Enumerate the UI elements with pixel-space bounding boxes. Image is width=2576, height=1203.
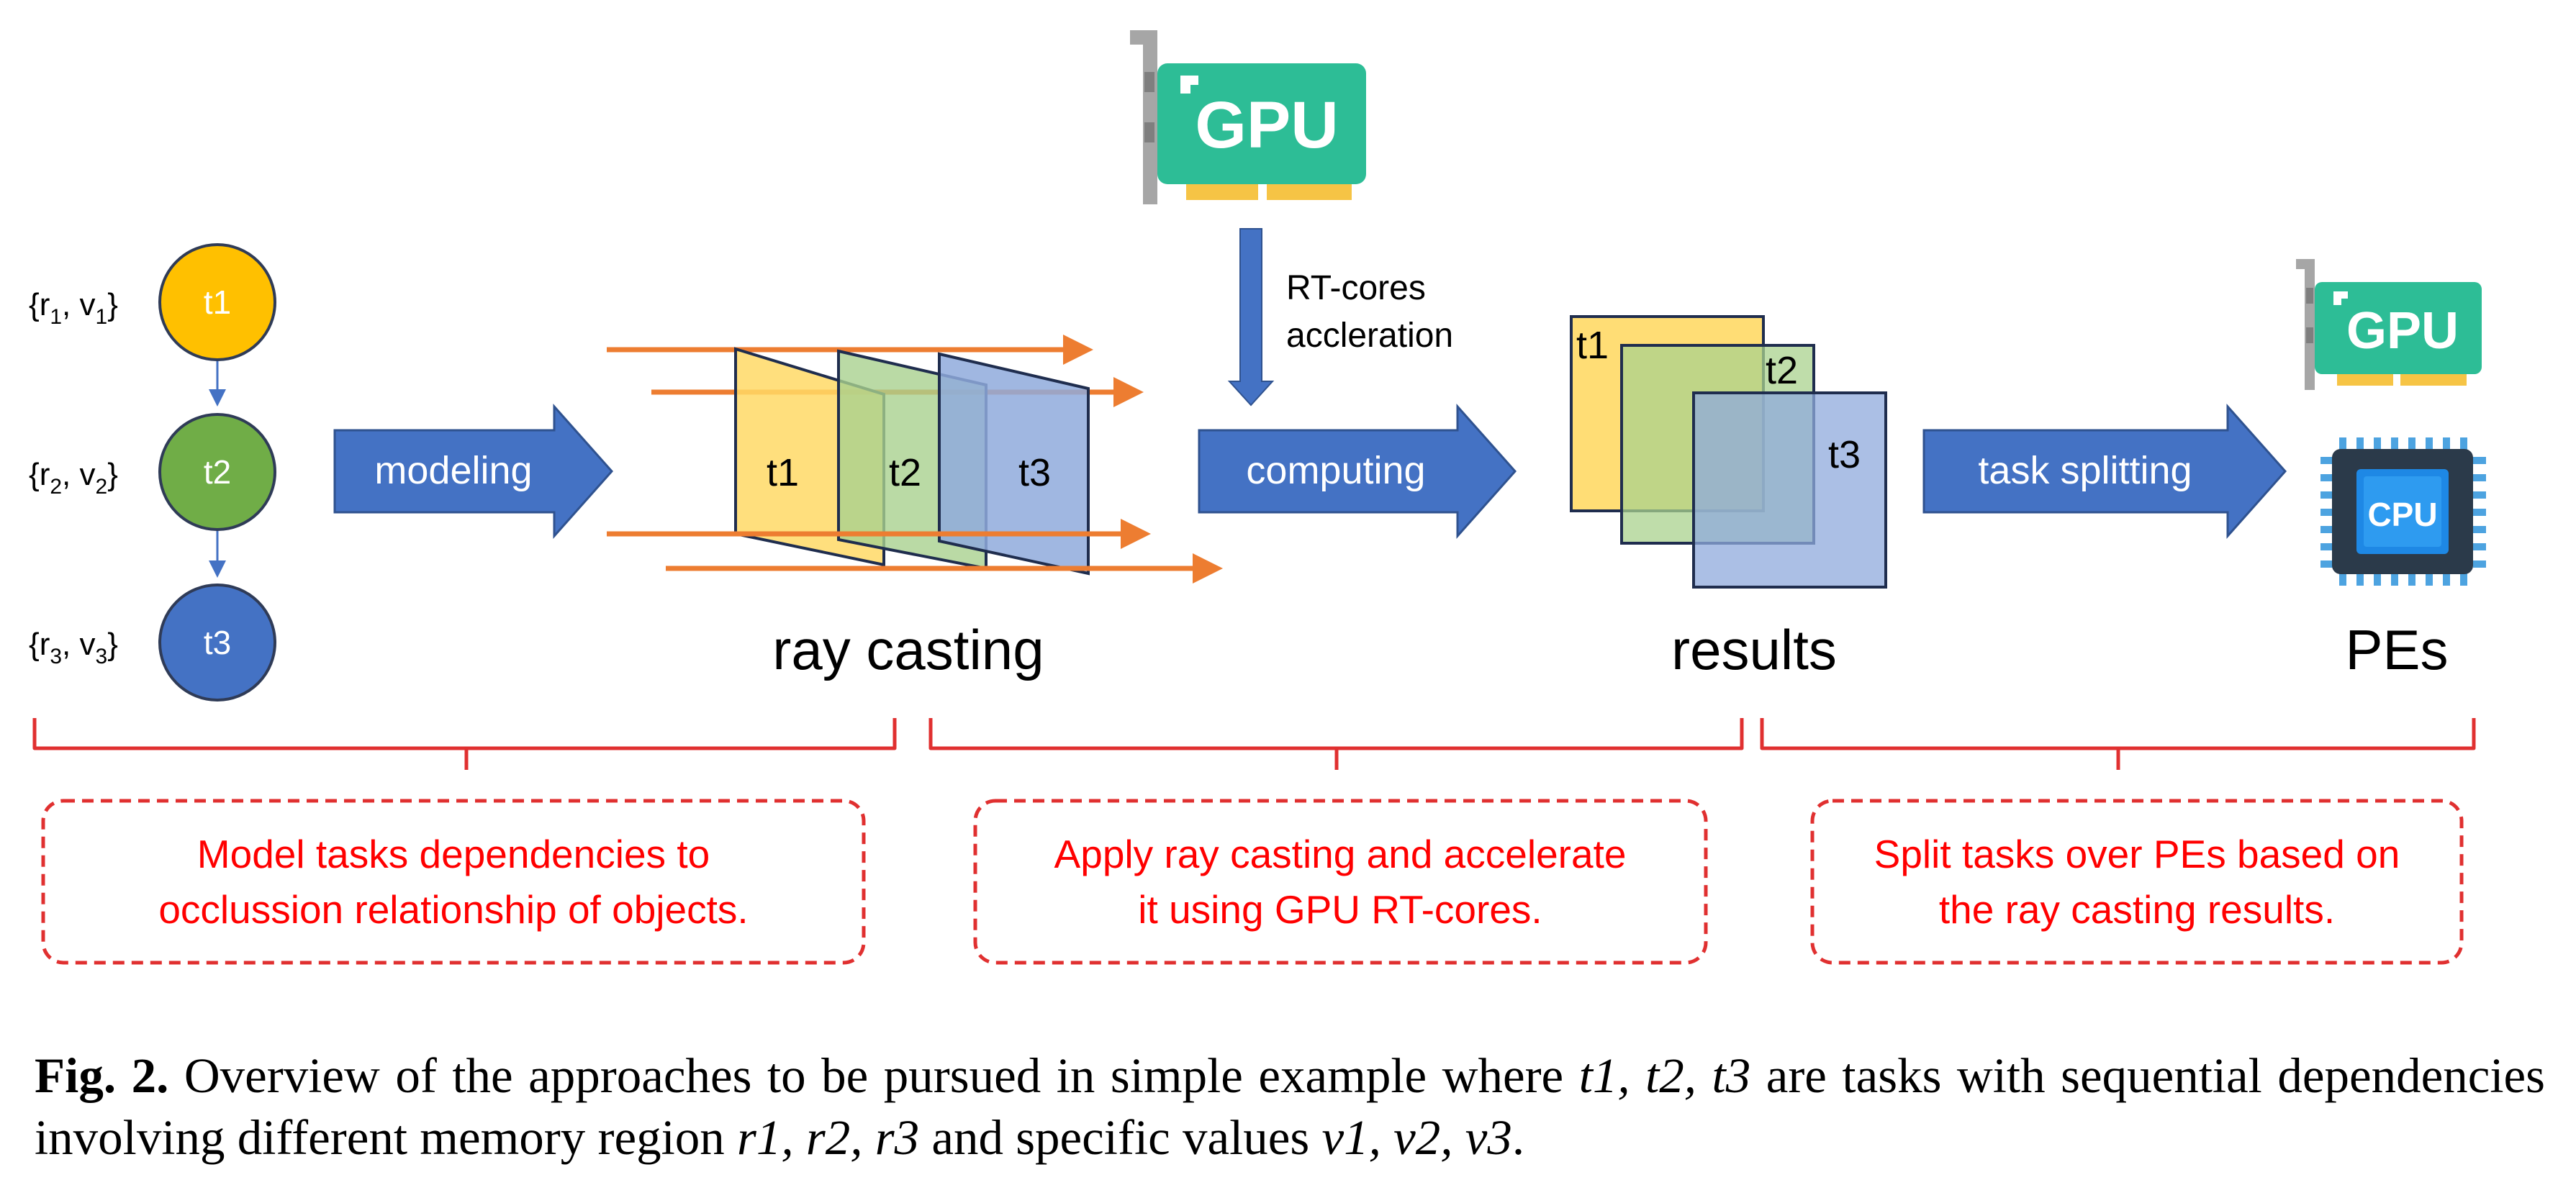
description-box-computing [973, 799, 1708, 965]
plane-label-t3: t3 [1018, 451, 1051, 494]
pe-gpu-icon: GPU [2296, 259, 2482, 390]
task-node-label: t2 [204, 453, 231, 491]
description-text: Split tasks over PEs based on [1874, 832, 2400, 876]
result-label-t1: t1 [1576, 324, 1609, 367]
description-text: the ray casting results. [1939, 887, 2335, 932]
results: t1 t2 t3 results [1570, 315, 1887, 681]
brace-splitting [1760, 718, 2476, 770]
pe-cpu-icon: CPU [2320, 437, 2486, 586]
task-node-t2 [158, 413, 276, 531]
task-annotation-3: {r3, v3} [29, 627, 118, 668]
caption-values: v1, v2, v3 [1321, 1110, 1512, 1165]
caption-text: . [1511, 1110, 1525, 1165]
ray-casting: t1 t2 t3 ray casting [607, 335, 1223, 681]
braces [32, 718, 2476, 770]
task-annotation-1: {r1, v1} [29, 287, 118, 329]
description-text: Model tasks dependencies to [197, 832, 710, 876]
brace-computing [928, 718, 1744, 770]
result-label-t3: t3 [1828, 433, 1861, 476]
ray-casting-label: ray casting [772, 618, 1044, 681]
task-node-t1 [158, 243, 276, 361]
gpu-card-icon: GPU [1130, 30, 1366, 204]
figure-number: Fig. 2. [35, 1048, 169, 1103]
task-graph: t1 t2 t3 {r1, v1} {r2, v2} {r3, v3} [29, 243, 276, 702]
description-text: Apply ray casting and accelerate [1054, 832, 1627, 876]
results-label: results [1671, 618, 1837, 681]
caption-tasks: t1, t2, t3 [1578, 1048, 1751, 1103]
description-text: it using GPU RT-cores. [1138, 887, 1542, 932]
task-node-label: t3 [204, 624, 231, 661]
description-text: occlussion relationship of objects. [158, 887, 748, 932]
brace-modeling [32, 718, 897, 770]
modeling-arrow: modeling [333, 404, 614, 539]
description-box-splitting [1810, 799, 2464, 965]
task-annotation-2: {r2, v2} [29, 457, 118, 499]
result-square-t3 [1692, 391, 1887, 589]
pes-label: PEs [2345, 618, 2448, 681]
modeling-label: modeling [374, 449, 532, 492]
acceleration-note: accleration [1286, 317, 1453, 355]
pe-cpu-label: CPU [2367, 496, 2437, 533]
figure-caption: Fig. 2. Overview of the approaches to be… [35, 1045, 2545, 1168]
description-boxes: Model tasks dependencies to occlussion r… [41, 799, 2464, 965]
computing-arrow: computing [1198, 404, 1517, 539]
task-splitting-arrow: task splitting [1922, 404, 2287, 539]
rt-cores-arrow [1227, 228, 1275, 407]
result-label-t2: t2 [1766, 349, 1798, 392]
caption-text: Overview of the approaches to be pursued… [168, 1048, 1579, 1103]
caption-text: and specific values [919, 1110, 1322, 1165]
plane-label-t1: t1 [767, 451, 799, 494]
description-box-modeling [41, 799, 866, 965]
caption-text: are tasks with sequential dependencies i… [35, 1048, 2545, 1165]
pe-gpu-label: GPU [2346, 302, 2459, 360]
plane-t3 [938, 352, 1090, 576]
task-node-t3 [158, 584, 276, 702]
rt-cores-note: RT-cores [1286, 269, 1426, 307]
computing-label: computing [1246, 449, 1425, 492]
caption-regions: r1, r2, r3 [737, 1110, 920, 1165]
gpu-chip-label: GPU [1195, 88, 1338, 162]
plane-label-t2: t2 [889, 451, 921, 494]
task-splitting-label: task splitting [1978, 449, 2192, 492]
task-node-label: t1 [204, 283, 231, 321]
